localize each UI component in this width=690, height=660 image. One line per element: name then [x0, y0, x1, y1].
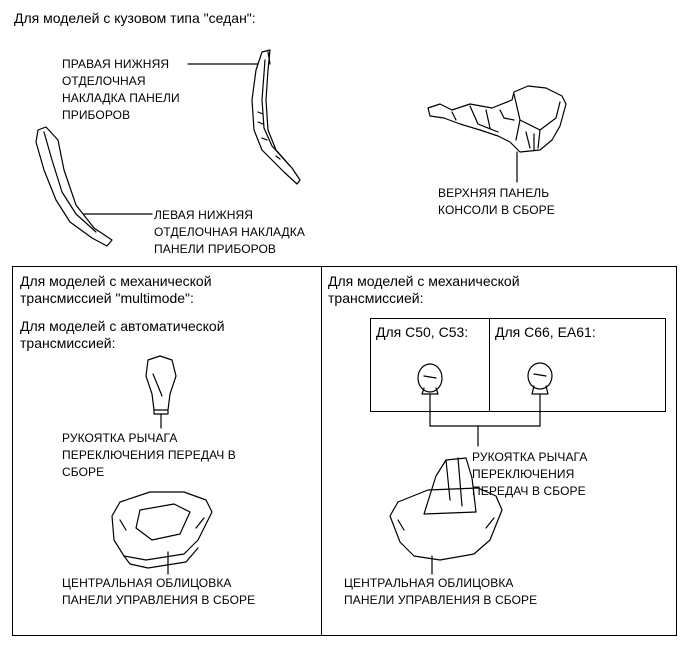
left-lower-trim-drawing: [35, 126, 113, 247]
upper-console-drawing: [427, 85, 567, 153]
variant-c66-label: Для C66, EA61:: [495, 324, 596, 340]
variant-table: [370, 318, 666, 412]
right-bezel-drawing: [389, 457, 503, 561]
section-heading: Для моделей с кузовом типа "седан":: [14, 10, 256, 26]
variant-divider: [489, 318, 490, 412]
right-panel-frame: [321, 266, 677, 636]
variant-c50-label: Для C50, C53:: [376, 324, 469, 340]
left-bezel-drawing: [111, 491, 213, 569]
right-lower-trim-drawing: [251, 49, 301, 185]
